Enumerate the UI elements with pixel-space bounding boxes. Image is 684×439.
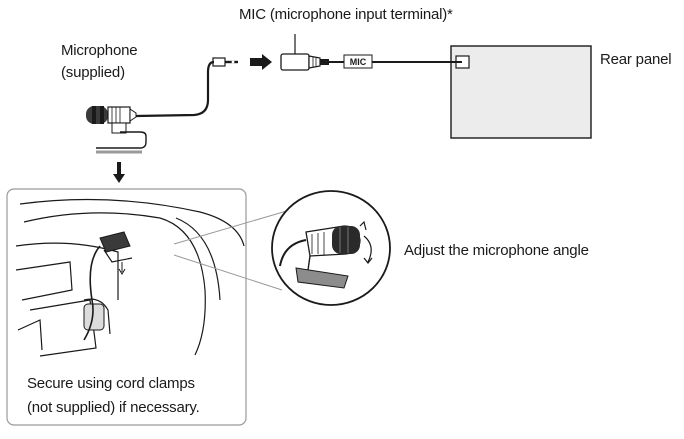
rear-panel-label: Rear panel [600, 51, 672, 68]
arrow-down-icon [113, 162, 125, 183]
microphone-drawing [86, 106, 147, 154]
microphone-cord [135, 72, 210, 118]
secure-note-line2: (not supplied) if necessary. [27, 399, 200, 416]
microphone-supplied-label: (supplied) [61, 64, 125, 81]
secure-note-line1: Secure using cord clamps [27, 375, 195, 392]
microphone-plug [206, 57, 238, 73]
rear-panel [450, 45, 592, 139]
magnifier-lines [173, 209, 291, 291]
mic-input-terminal [280, 34, 329, 71]
mic-port-tag: MIC [343, 54, 373, 69]
microphone-label: Microphone [61, 42, 138, 59]
zoom-circle [271, 190, 391, 306]
dashboard-inset [6, 188, 247, 426]
adjust-angle-label: Adjust the microphone angle [404, 242, 589, 259]
arrow-right-icon [250, 54, 272, 70]
mic-port-tag-text: MIC [350, 57, 367, 67]
mic-terminal-label: MIC (microphone input terminal)* [239, 6, 453, 23]
